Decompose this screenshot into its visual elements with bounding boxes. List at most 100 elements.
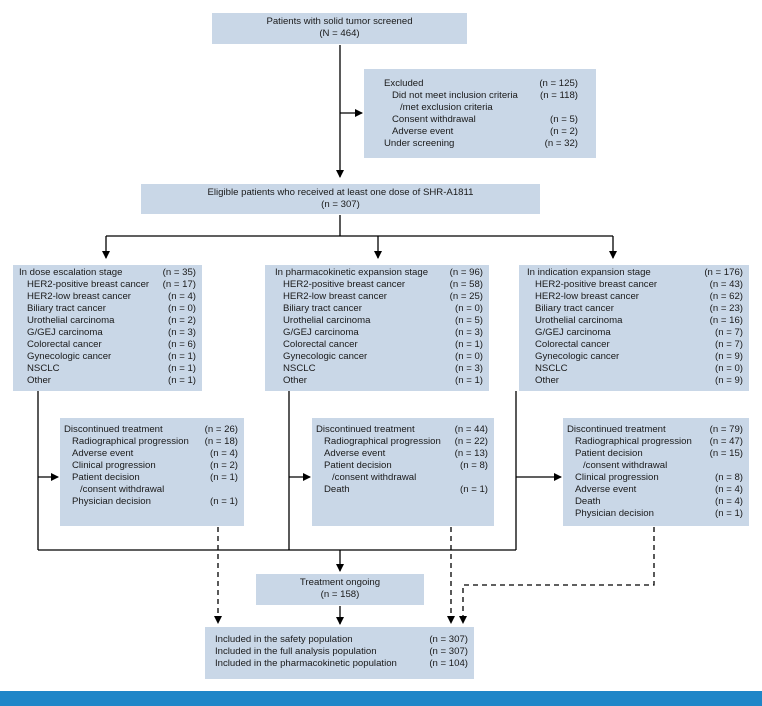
item-label: Death [575,496,601,507]
item-label: Patient decision [72,472,140,483]
list-item: Other(n = 1) [275,375,483,387]
item-count: (n = 4) [168,291,196,302]
footer-bar [0,691,762,706]
list-item: NSCLC(n = 3) [275,363,483,375]
item-count: (n = 0) [455,351,483,362]
item-count: (n = 15) [709,448,743,459]
item-count: (n = 58) [449,279,483,290]
list-item: Clinical progression(n = 2) [64,460,238,472]
item-count: (n = 1) [168,351,196,362]
item-label: Gynecologic cancer [27,351,112,362]
list-item: Urothelial carcinoma(n = 16) [527,315,743,327]
list-item: HER2-low breast cancer(n = 25) [275,291,483,303]
item-label: Urothelial carcinoma [283,315,371,326]
list-item: G/GEJ carcinoma(n = 3) [19,327,196,339]
list-item: NSCLC(n = 0) [527,363,743,375]
dashed-arrow-3 [459,527,655,624]
item-count: (n = 22) [454,436,488,447]
list-item: HER2-positive breast cancer(n = 43) [527,279,743,291]
list-item: Physician decision (n = 1) [64,496,238,508]
item-count: (n = 35) [162,267,196,278]
list-item: NSCLC(n = 1) [19,363,196,375]
item-label: HER2-low breast cancer [27,291,131,302]
item-label: Patient decision [575,448,643,459]
item-count: (n = 307) [429,646,468,657]
item-label: Patient decision [324,460,392,471]
item-label: Discontinued treatment [316,424,415,435]
item-label: Under screening [384,138,455,149]
item-count: (n = 1) [455,339,483,350]
item-label: Adverse event [392,126,454,137]
item-label: Other [535,375,559,386]
item-count: (n = 18) [204,436,238,447]
item-label: Physician decision [72,496,151,507]
item-label: Gynecologic cancer [535,351,620,362]
item-count: (n = 8) [715,472,743,483]
item-count: (n = 8) [460,460,488,471]
item-label: Other [27,375,51,386]
item-label: NSCLC [283,363,316,374]
item-count: (n = 3) [168,327,196,338]
list-item: Radiographical progression(n = 18) [64,436,238,448]
list-item: Under screening(n = 32) [384,138,578,150]
list-item: Biliary tract cancer(n = 23) [527,303,743,315]
item-label: In indication expansion stage [527,267,651,278]
item-count: (n = 1) [460,484,488,495]
eligible-count: (n = 307) [321,199,360,210]
excluded-box: Excluded(n = 125)Did not meet inclusion … [364,69,596,158]
item-count: (n = 118) [540,90,578,101]
list-item: Radiographical progression(n = 22) [316,436,488,448]
stage-box-pharmacokinetic-expansion: In pharmacokinetic expansion stage(n = 9… [265,265,489,391]
item-label: HER2-positive breast cancer [27,279,150,290]
item-label: Other [283,375,307,386]
list-item: Did not meet inclusion criteria(n = 118) [384,90,578,102]
stage-box-dose-escalation: In dose escalation stage(n = 35)HER2-pos… [13,265,202,391]
list-item: In pharmacokinetic expansion stage(n = 9… [275,267,483,279]
list-item: Patient decision(n = 1) [64,472,238,484]
list-item: Physician decision(n = 1) [567,508,743,520]
item-label: Death [324,484,350,495]
list-item: In indication expansion stage(n = 176) [527,267,743,279]
item-count: (n = 1) [210,496,238,507]
populations-box: Included in the safety population(n = 30… [205,627,474,679]
list-item: G/GEJ carcinoma(n = 3) [275,327,483,339]
item-count: (n = 1) [168,375,196,386]
list-item: Adverse event(n = 13) [316,448,488,460]
list-item: HER2-positive breast cancer(n = 17) [19,279,196,291]
discontinued-box-3: Discontinued treatment(n = 79)Radiograph… [563,418,749,526]
list-item: HER2-low breast cancer(n = 62) [527,291,743,303]
list-item: Other(n = 9) [527,375,743,387]
list-item: In dose escalation stage(n = 35) [19,267,196,279]
screened-box: Patients with solid tumor screened (N = … [212,13,467,44]
ongoing-title: Treatment ongoing [299,577,381,588]
item-label: Clinical progression [72,460,156,471]
item-count: (n = 47) [709,436,743,447]
list-item: HER2-positive breast cancer(n = 58) [275,279,483,291]
item-count: (n = 23) [709,303,743,314]
item-count: (n = 16) [709,315,743,326]
item-count: (n = 4) [715,484,743,495]
item-count: (n = 104) [429,658,468,669]
item-label: G/GEJ carcinoma [283,327,359,338]
list-item: Consent withdrawal(n = 5) [384,114,578,126]
item-count: (n = 7) [715,327,743,338]
item-label: In pharmacokinetic expansion stage [275,267,429,278]
item-label: NSCLC [27,363,60,374]
list-item: Patient decision (n = 8) [316,460,488,472]
list-item: Clinical progression(n = 8) [567,472,743,484]
item-label: Gynecologic cancer [283,351,368,362]
item-label: HER2-low breast cancer [535,291,639,302]
list-item: Gynecologic cancer (n = 1) [19,351,196,363]
item-count: (n = 13) [454,448,488,459]
item-label: NSCLC [535,363,568,374]
item-label: Adverse event [72,448,134,459]
item-label: Colorectal cancer [27,339,102,350]
list-item: Colorectal cancer(n = 1) [275,339,483,351]
list-item: Included in the pharmacokinetic populati… [215,658,468,670]
ongoing-box: Treatment ongoing (n = 158) [256,574,424,605]
list-item: Gynecologic cancer(n = 9) [527,351,743,363]
list-item: Death(n = 4) [567,496,743,508]
item-count: (n = 0) [168,303,196,314]
discontinued-box-2: Discontinued treatment(n = 44)Radiograph… [312,418,494,526]
item-count: (n = 1) [715,508,743,519]
